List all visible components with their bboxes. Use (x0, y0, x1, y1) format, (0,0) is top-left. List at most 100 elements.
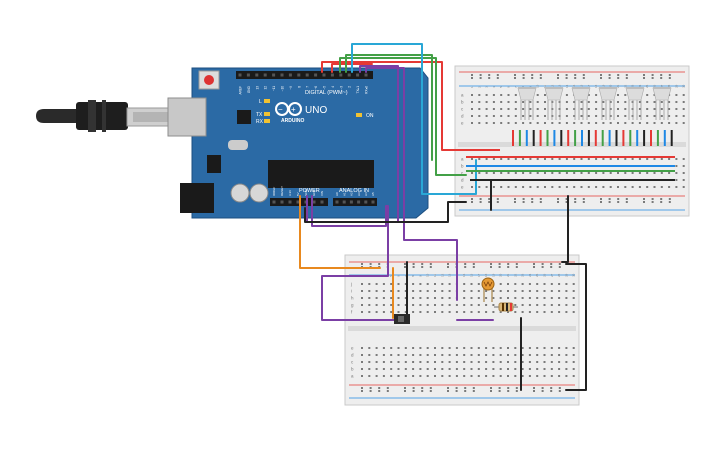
reset-button-icon[interactable] (198, 70, 220, 90)
usb-cable-icon[interactable] (36, 100, 176, 132)
breadboard-row-label: b (461, 164, 464, 169)
breadboard-column-number: 13 (558, 84, 562, 88)
breadboard-row-label: b (461, 100, 464, 105)
digital-pin-hole[interactable] (246, 73, 250, 77)
power-pin-label: 5V (296, 192, 300, 196)
breadboard-column-number: 6 (507, 86, 511, 88)
rgb-led-icon[interactable] (625, 87, 645, 101)
digital-pin-label: ~10 (281, 86, 285, 92)
wire-red-2[interactable] (331, 63, 373, 73)
resistor-icon[interactable] (494, 302, 518, 312)
digital-pin-hole[interactable] (347, 73, 351, 77)
analog-header[interactable] (333, 198, 377, 206)
arduino-logo-icon: − + (275, 102, 302, 116)
wire-purple-1[interactable] (306, 65, 399, 223)
analog-pin-hole[interactable] (335, 200, 339, 204)
analog-pin-hole[interactable] (357, 200, 361, 204)
rx-label: RX (256, 119, 264, 125)
breadboard-row-label: g (351, 303, 354, 308)
breadboard-bottom-holes[interactable] (361, 263, 575, 392)
breadboard-column-number: 18 (484, 273, 488, 277)
digital-pin-hole[interactable] (272, 73, 276, 77)
digital-pin-label: 2 (348, 86, 352, 88)
rgb-led-group[interactable] (517, 87, 672, 101)
breadboard-column-number: 16 (580, 84, 584, 88)
digital-pin-hole[interactable] (238, 73, 242, 77)
power-pin-hole[interactable] (312, 200, 316, 204)
digital-pin-hole[interactable] (305, 73, 309, 77)
breadboard-column-number: 4 (492, 86, 496, 88)
digital-pin-hole[interactable] (314, 73, 318, 77)
breadboard-column-number: 10 (426, 273, 430, 277)
digital-pin-hole[interactable] (280, 73, 284, 77)
svg-text:+: + (291, 105, 296, 114)
analog-pin-hole[interactable] (364, 200, 368, 204)
photoresistor-icon[interactable] (481, 277, 495, 302)
analog-pin-hole[interactable] (349, 200, 353, 204)
power-pin-hole[interactable] (272, 200, 276, 204)
breadboard-column-number: 21 (506, 273, 510, 277)
wire-black-3[interactable] (561, 195, 569, 263)
digital-pin-label: RX◂0 (365, 86, 369, 94)
power-pin-hole[interactable] (288, 200, 292, 204)
breadboard-column-number: 18 (594, 84, 598, 88)
digital-pin-hole[interactable] (330, 73, 334, 77)
digital-header[interactable] (236, 71, 373, 79)
digital-pin-hole[interactable] (364, 73, 368, 77)
digital-pin-hole[interactable] (356, 73, 360, 77)
breadboard-row-label: d (461, 178, 464, 183)
breadboard-column-number: 13 (448, 273, 452, 277)
digital-pin-label: GND (247, 85, 251, 93)
rgb-led-icon[interactable] (652, 87, 672, 101)
breadboard-column-number: 5 (499, 86, 503, 88)
wire-green-2[interactable] (345, 54, 433, 161)
breadboard-column-number: 25 (645, 84, 649, 88)
digital-pin-label: 8 (297, 86, 301, 88)
slide-switch-icon[interactable] (394, 314, 410, 324)
digital-pin-label: ~6 (314, 86, 318, 90)
wires[interactable] (299, 43, 587, 391)
breadboard-column-number: 29 (564, 273, 568, 277)
digital-pin-hole[interactable] (297, 73, 301, 77)
wire-purple-2[interactable] (365, 67, 458, 301)
rgb-led-icon[interactable] (544, 87, 564, 101)
rgb-led-icon[interactable] (571, 87, 591, 101)
wire-green-1[interactable] (339, 57, 467, 176)
breadboard-column-number: 19 (491, 273, 495, 277)
breadboard-row-label: e (351, 346, 354, 351)
power-pin-hole[interactable] (280, 200, 284, 204)
wire-red-1[interactable] (321, 61, 467, 151)
digital-pin-hole[interactable] (288, 73, 292, 77)
breadboard-column-number: 12 (550, 84, 554, 88)
breadboard-jumper-wires[interactable] (466, 130, 675, 181)
digital-pin-hole[interactable] (263, 73, 267, 77)
wire-black-1[interactable] (304, 201, 467, 223)
breadboard-row-label: c (461, 171, 464, 176)
rgb-led-icon[interactable] (598, 87, 618, 101)
analog-pin-hole[interactable] (342, 200, 346, 204)
digital-pin-hole[interactable] (322, 73, 326, 77)
wire-black-5[interactable] (565, 263, 587, 391)
rgb-led-icon[interactable] (517, 87, 537, 101)
digital-pin-hole[interactable] (255, 73, 259, 77)
breadboard-column-number: 15 (462, 273, 466, 277)
breadboard-column-number: 7 (404, 275, 408, 277)
digital-pin-label: 13 (255, 86, 259, 90)
power-pin-hole[interactable] (320, 200, 324, 204)
model-label: UNO (305, 105, 327, 116)
wire-purple-3[interactable] (311, 195, 396, 321)
digital-pin-hole[interactable] (339, 73, 343, 77)
wire-blue-1[interactable] (351, 43, 477, 195)
breadboard-row-label: a (461, 93, 464, 98)
breadboard-column-number: 5 (389, 275, 393, 277)
analog-pin-hole[interactable] (371, 200, 375, 204)
wire-orange-1[interactable] (299, 195, 381, 269)
analog-pin-label: A4 (364, 192, 368, 196)
power-pin-hole[interactable] (296, 200, 300, 204)
breadboard-column-number: 22 (623, 84, 627, 88)
